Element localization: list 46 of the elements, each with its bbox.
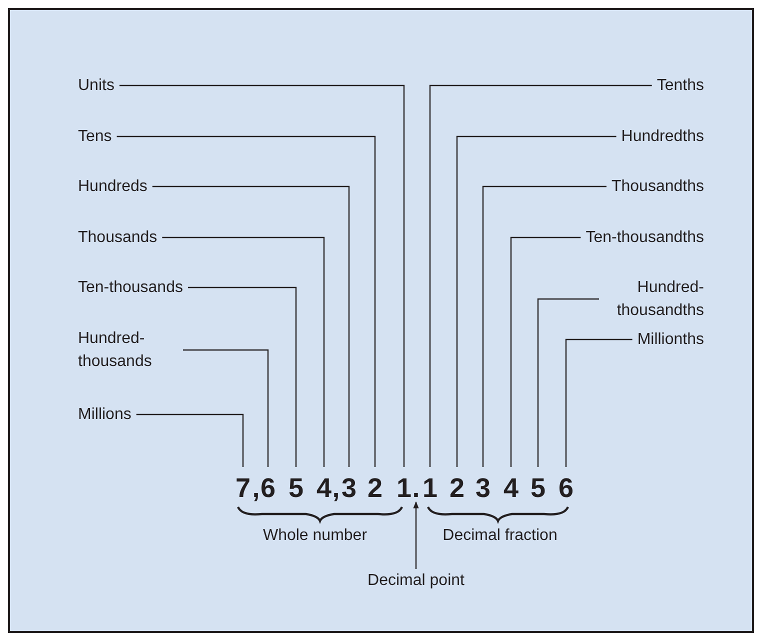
- digit-separator: ,: [252, 475, 260, 502]
- digit: 5: [288, 475, 304, 502]
- group-label: Decimal fraction: [442, 526, 558, 546]
- group-label: Whole number: [262, 526, 368, 546]
- leader-line: [183, 349, 269, 467]
- digit: 4: [316, 475, 332, 502]
- digit: 7: [235, 475, 251, 502]
- place-value-label: Tenths: [656, 74, 704, 97]
- digit: 6: [260, 475, 276, 502]
- place-value-label: Millionths: [637, 328, 704, 351]
- place-value-label: Hundredths: [621, 125, 704, 148]
- place-value-label: Hundred- thousandths: [604, 276, 704, 322]
- digit: .: [412, 475, 420, 502]
- place-value-label: Ten-thousandths: [586, 226, 704, 249]
- place-value-label: Thousands: [78, 226, 158, 249]
- leader-line: [152, 186, 350, 467]
- place-value-label: Decimal point: [368, 569, 464, 592]
- digit: 2: [449, 475, 465, 502]
- digit: 5: [530, 475, 546, 502]
- digit: 3: [341, 475, 357, 502]
- digit: 4: [503, 475, 519, 502]
- leader-line: [429, 84, 652, 467]
- leader-line: [116, 136, 376, 467]
- place-value-label: Ten-thousands: [78, 276, 183, 299]
- leader-line: [482, 186, 606, 467]
- digit: 6: [558, 475, 574, 502]
- leader-line: [119, 84, 405, 467]
- place-value-label: Hundreds: [78, 175, 148, 198]
- digit: 3: [475, 475, 491, 502]
- leader-line: [510, 236, 581, 467]
- leader-line: [162, 236, 325, 467]
- digit: 1: [396, 475, 412, 502]
- leader-line: [456, 136, 616, 467]
- place-value-label: Thousandths: [611, 175, 704, 198]
- arrow: [413, 501, 419, 569]
- leader-line: [188, 286, 297, 467]
- leader-line: [136, 414, 244, 467]
- place-value-label: Tens: [78, 125, 112, 148]
- digit: 2: [367, 475, 383, 502]
- digit: 1: [422, 475, 438, 502]
- place-value-label: Units: [78, 74, 114, 97]
- place-value-label: Hundred- thousands: [78, 327, 178, 373]
- place-value-label: Millions: [78, 403, 132, 426]
- leader-line: [537, 298, 599, 467]
- leader-line: [565, 338, 632, 467]
- digit-separator: ,: [332, 475, 340, 502]
